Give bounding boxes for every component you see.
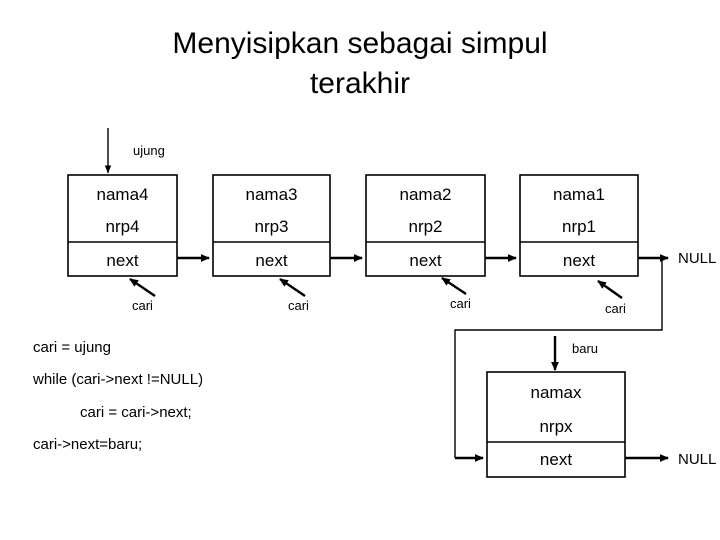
node-next-field: next bbox=[409, 251, 441, 270]
node-box bbox=[519, 174, 639, 277]
baru-pointer-label: baru bbox=[572, 341, 598, 356]
page-title: Menyisipkan sebagai simpul terakhir bbox=[172, 27, 548, 100]
new-node-connector-path bbox=[454, 258, 663, 458]
node-name-field: nama1 bbox=[553, 185, 605, 204]
node-name-field: nama3 bbox=[246, 185, 298, 204]
list-node-1: nama4 nrp4 next bbox=[67, 174, 178, 277]
node-next-field: next bbox=[563, 251, 595, 270]
cari-pointer-arrow-3 bbox=[441, 277, 467, 295]
cari-pointer-label-2: cari bbox=[288, 298, 309, 313]
new-node-box bbox=[486, 371, 626, 478]
code-line-4: cari->next=baru; bbox=[33, 436, 143, 453]
node-name-field: nama4 bbox=[97, 185, 149, 204]
node-box bbox=[67, 174, 178, 277]
node-next-field: next bbox=[255, 251, 287, 270]
code-line-3: cari = cari->next; bbox=[80, 404, 192, 421]
cari-pointer-label-4: cari bbox=[605, 301, 626, 316]
cari-pointer-label-3: cari bbox=[450, 296, 471, 311]
cari-pointer-arrow-2 bbox=[279, 278, 306, 297]
cari-pointer-arrow-1 bbox=[129, 278, 156, 297]
code-line-1: cari = ujung bbox=[33, 339, 111, 356]
new-node-nrp-field: nrpx bbox=[539, 417, 573, 436]
node-nrp-field: nrp2 bbox=[408, 217, 442, 236]
list-node-4: nama1 nrp1 next bbox=[519, 174, 639, 277]
ujung-pointer-label: ujung bbox=[133, 143, 165, 158]
new-list-node: namax nrpx next bbox=[486, 371, 626, 478]
node-name-field: nama2 bbox=[400, 185, 452, 204]
new-node-next-field: next bbox=[540, 450, 572, 469]
node-nrp-field: nrp1 bbox=[562, 217, 596, 236]
null-terminator-label-bottom: NULL bbox=[678, 451, 716, 468]
cari-pointer-arrow-4 bbox=[597, 280, 623, 299]
node-box bbox=[365, 174, 486, 277]
cari-pointer-label-1: cari bbox=[132, 298, 153, 313]
node-box bbox=[212, 174, 331, 277]
node-nrp-field: nrp4 bbox=[105, 217, 139, 236]
null-terminator-label-top: NULL bbox=[678, 250, 716, 267]
list-node-3: nama2 nrp2 next bbox=[365, 174, 486, 277]
new-node-name-field: namax bbox=[530, 383, 582, 402]
code-line-2: while (cari->next !=NULL) bbox=[33, 371, 204, 388]
list-node-2: nama3 nrp3 next bbox=[212, 174, 331, 277]
node-next-field: next bbox=[106, 251, 138, 270]
node-nrp-field: nrp3 bbox=[254, 217, 288, 236]
